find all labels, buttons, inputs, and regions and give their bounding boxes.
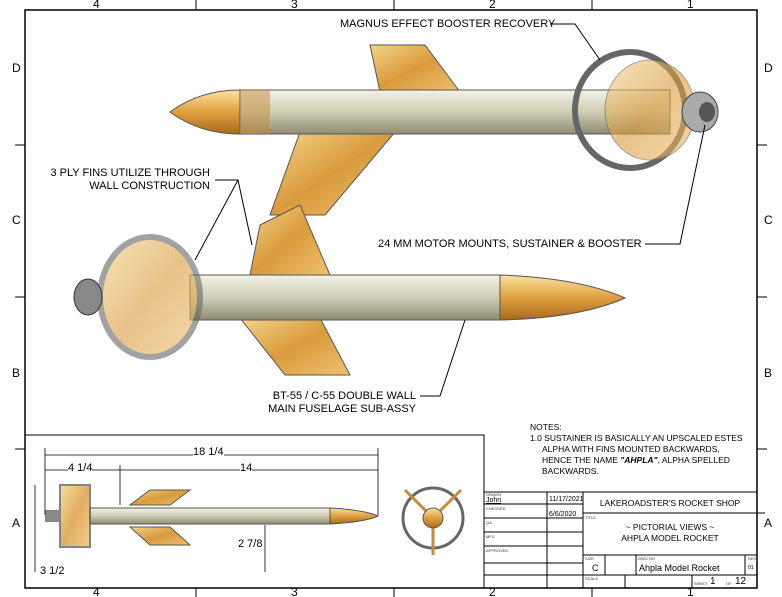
zone-row-b-right: B [764, 366, 773, 380]
size-label: SIZE [585, 556, 594, 561]
callout-fins: 3 PLY FINS UTILIZE THROUGH WALL CONSTRUC… [45, 167, 210, 193]
zone-col-1: 1 [687, 0, 694, 11]
scale-label: SCALE [585, 576, 599, 581]
leader-lines [194, 23, 706, 397]
of-label: OF [726, 581, 732, 586]
notes-text: , ALPHA SPELLED [657, 455, 730, 465]
sheet-label: SHEET [694, 581, 708, 586]
side-view [45, 484, 380, 548]
sheet-value: 1 [710, 576, 716, 587]
size-value: C [592, 563, 599, 573]
zone-row-d-right: D [764, 61, 773, 75]
callout-magnus: MAGNUS EFFECT BOOSTER RECOVERY [340, 18, 556, 30]
company-name: LAKEROADSTER'S ROCKET SHOP [599, 498, 741, 508]
mfg-label: MFG [486, 534, 495, 539]
dim-sustainer: 14 [240, 462, 253, 475]
title-label: TITLE [585, 515, 596, 520]
checked-date: 6/6/2020 [549, 511, 577, 518]
zone-col-4: 4 [93, 0, 100, 11]
drawing-title-line2: AHPLA MODEL ROCKET [621, 533, 719, 543]
zone-col-1-bottom: 1 [687, 585, 694, 597]
notes-line: BACKWARDS. [542, 466, 599, 476]
rev-value: 01 [748, 565, 754, 571]
end-view [401, 486, 465, 555]
dwg-no-label: DWG NO [638, 556, 655, 561]
dim-span: 2 7/8 [238, 538, 263, 550]
zone-col-4-bottom: 4 [93, 585, 100, 597]
notes-line: 1.0 SUSTAINER IS BASICALLY AN UPSCALED E… [530, 433, 743, 443]
notes-line: ALPHA WITH FINS MOUNTED BACKWARDS, [542, 444, 720, 454]
dim-diameter: 3 1/2 [40, 565, 65, 577]
zone-ticks [15, 0, 767, 597]
upper-rocket-view [169, 44, 719, 216]
drawn-by: John [486, 497, 502, 504]
notes: NOTES: 1.0 SUSTAINER IS BASICALLY AN UPS… [530, 422, 743, 477]
title-block-lines [483, 491, 765, 589]
zone-row-d: D [12, 61, 21, 75]
drawn-label: DRAWN [486, 492, 501, 497]
zone-col-3-bottom: 3 [291, 585, 298, 597]
callout-fins-line2: WALL CONSTRUCTION [89, 180, 210, 192]
zone-row-c-right: C [764, 213, 773, 227]
dim-overall: 18 1/4 [193, 446, 224, 459]
drawn-date: 11/17/2021 [549, 496, 584, 503]
notes-title: NOTES: [530, 422, 562, 432]
approved-label: APPROVED [486, 548, 509, 553]
drawing-title-line1: ~ PICTORIAL VIEWS ~ [625, 522, 715, 532]
notes-line: HENCE THE NAME "AHPLA", ALPHA SPELLED [530, 455, 743, 466]
notes-text: HENCE THE NAME [542, 455, 621, 465]
dwg-no-value: Ahpla Model Rocket [639, 563, 720, 573]
dim-booster: 4 1/4 [68, 462, 93, 475]
qa-label: QA [486, 520, 492, 525]
callout-fuselage-line1: BT-55 / C-55 DOUBLE WALL [272, 390, 416, 402]
rev-label: REV [748, 556, 757, 561]
lower-rocket-view [73, 204, 627, 376]
zone-row-c: C [12, 213, 21, 227]
callout-fuselage-line2: MAIN FUSELAGE SUB-ASSY [268, 403, 416, 415]
drawing-title: ~ PICTORIAL VIEWS ~ AHPLA MODEL ROCKET [583, 522, 757, 544]
zone-row-a-right: A [764, 516, 773, 530]
checked-label: CHECKED [486, 506, 506, 511]
zone-row-b: B [12, 366, 21, 380]
callout-motor: 24 MM MOTOR MOUNTS, SUSTAINER & BOOSTER [378, 238, 642, 250]
zone-row-a: A [12, 516, 21, 530]
callout-fins-line1: 3 PLY FINS UTILIZE THROUGH [50, 167, 210, 179]
sheet-count: 12 [735, 576, 747, 587]
zone-col-2-bottom: 2 [489, 585, 496, 597]
callout-fuselage: BT-55 / C-55 DOUBLE WALL MAIN FUSELAGE S… [256, 390, 416, 416]
zone-col-3: 3 [291, 0, 298, 11]
zone-col-2: 2 [489, 0, 496, 11]
notes-emphasis: "AHPLA" [620, 455, 658, 465]
